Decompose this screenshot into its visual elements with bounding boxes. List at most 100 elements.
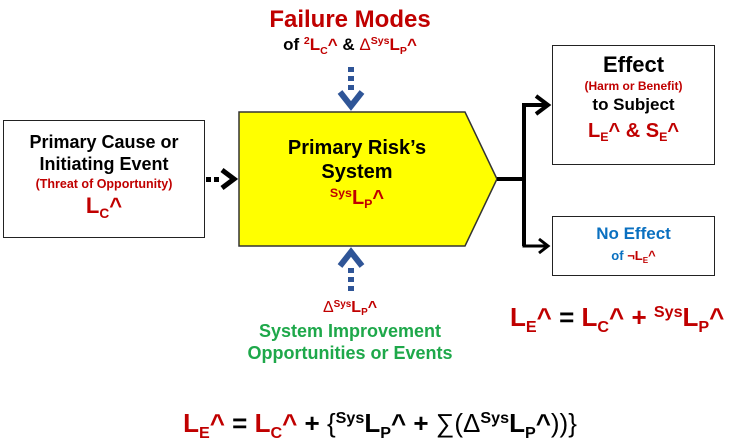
- l-symbol: L: [254, 408, 271, 438]
- plus-sign: +: [304, 408, 320, 438]
- l-symbol: L: [581, 302, 598, 332]
- subscript-c: C: [597, 317, 610, 336]
- caret: ^: [406, 35, 417, 54]
- primary-system-shape: [238, 111, 498, 247]
- ampersand: &: [625, 120, 641, 142]
- improvement-line2: Opportunities or Events: [247, 343, 453, 363]
- failure-modes-subtitle: of 2LC^ & ΔSysLP^: [230, 34, 470, 56]
- left-brace: {: [326, 408, 336, 438]
- summation-symbol: ∑: [435, 408, 455, 438]
- effect-title: Effect: [602, 52, 665, 77]
- formula-bottom: LE^ = LC^ + {SysLP^ + ∑(ΔSysLP^))}: [100, 408, 660, 442]
- subscript-p: P: [698, 317, 710, 336]
- l-symbol: L: [510, 302, 526, 332]
- subscript-e: E: [198, 423, 210, 442]
- sys-superscript: Sys: [333, 298, 352, 310]
- caret: ^: [536, 302, 552, 332]
- subscript-c: C: [320, 44, 328, 57]
- effect-subtitle: (Harm or Benefit): [584, 79, 683, 93]
- failure-modes-arrow: [337, 67, 365, 111]
- plus-sign: +: [413, 408, 429, 438]
- s-symbol: S: [645, 120, 660, 142]
- l-symbol: L: [509, 408, 525, 438]
- caret: ^: [709, 302, 725, 332]
- improvement-arrow: [337, 247, 365, 291]
- delta-symbol: Δ: [359, 35, 371, 54]
- equals-sign: =: [559, 302, 575, 332]
- l-symbol: L: [351, 299, 362, 316]
- improvement-symbol: ΔSysLP^: [200, 296, 500, 320]
- primary-system-symbol: SysLP^: [239, 184, 475, 212]
- negation-symbol: ¬: [627, 248, 635, 263]
- primary-system-line1: Primary Risk’s: [287, 137, 427, 159]
- subscript-e: E: [642, 255, 649, 265]
- l-symbol: L: [364, 408, 381, 438]
- failure-modes-title: Failure Modes: [269, 6, 431, 33]
- l-symbol: L: [389, 35, 400, 54]
- left-paren: (: [454, 408, 464, 438]
- l-symbol: L: [682, 302, 699, 332]
- l-symbol: L: [634, 248, 643, 263]
- caret: ^: [608, 120, 621, 142]
- equals-sign: =: [232, 408, 248, 438]
- superscript-2: 2: [303, 35, 310, 48]
- primary-cause-line1: Primary Cause or: [29, 132, 179, 152]
- plus-sign: +: [631, 302, 647, 332]
- sys-superscript: Sys: [480, 409, 510, 428]
- l-symbol: L: [85, 193, 100, 218]
- primary-cause-line2: Initiating Event: [39, 154, 169, 174]
- subscript-p: P: [380, 423, 391, 442]
- caret: ^: [667, 120, 680, 142]
- failure-modes-of: of: [283, 35, 300, 54]
- formula-right: LE^ = LC^ + SysLP^: [510, 302, 743, 336]
- sys-superscript: Sys: [370, 35, 390, 48]
- subscript-e: E: [525, 317, 537, 336]
- l-symbol: L: [309, 35, 321, 54]
- improvement-label: ΔSysLP^ System Improvement Opportunities…: [200, 296, 500, 364]
- subscript-c: C: [270, 423, 283, 442]
- subscript-e: E: [659, 130, 668, 145]
- branch-connector: [497, 94, 552, 255]
- ampersand: &: [342, 35, 355, 54]
- improvement-line1: System Improvement: [258, 321, 442, 341]
- caret: ^: [367, 299, 378, 316]
- delta-symbol: Δ: [463, 408, 481, 438]
- no-effect-subtitle: of ¬LE^: [553, 245, 714, 267]
- effect-symbol: LE^ & SE^: [553, 116, 714, 146]
- subscript-p: P: [524, 423, 536, 442]
- caret: ^: [109, 193, 123, 218]
- subscript-e: E: [600, 130, 609, 145]
- subscript-p: P: [361, 307, 368, 319]
- no-effect-box: No Effect of ¬LE^: [552, 216, 715, 276]
- caret: ^: [282, 408, 298, 438]
- sys-superscript: Sys: [329, 186, 352, 201]
- effect-box: Effect (Harm or Benefit) to Subject LE^ …: [552, 45, 715, 165]
- primary-cause-box: Primary Cause or Initiating Event (Threa…: [3, 120, 205, 238]
- subscript-p: P: [399, 44, 407, 57]
- primary-system-label: Primary Risk’s System SysLP^: [239, 136, 475, 212]
- cause-to-system-arrow: [206, 168, 239, 190]
- effect-line3: to Subject: [592, 95, 675, 114]
- right-brace: }: [568, 408, 577, 438]
- delta-symbol: Δ: [322, 299, 334, 316]
- primary-cause-line3: (Threat of Opportunity): [35, 177, 173, 191]
- caret: ^: [535, 408, 551, 438]
- caret: ^: [390, 408, 407, 438]
- primary-system-line2: System: [321, 161, 393, 183]
- l-symbol: L: [183, 408, 199, 438]
- l-symbol: L: [587, 120, 601, 142]
- failure-modes-label: Failure Modes of 2LC^ & ΔSysLP^: [230, 6, 470, 56]
- caret: ^: [209, 408, 225, 438]
- caret: ^: [648, 248, 656, 263]
- right-paren: )): [550, 408, 569, 438]
- no-effect-of: of: [611, 248, 624, 263]
- caret: ^: [372, 187, 385, 209]
- primary-cause-symbol: LC^: [4, 193, 204, 221]
- sys-superscript: Sys: [335, 409, 365, 428]
- caret: ^: [327, 35, 338, 54]
- subscript-c: C: [99, 205, 110, 221]
- sys-superscript: Sys: [653, 303, 683, 322]
- subscript-p: P: [364, 197, 373, 212]
- caret: ^: [609, 302, 625, 332]
